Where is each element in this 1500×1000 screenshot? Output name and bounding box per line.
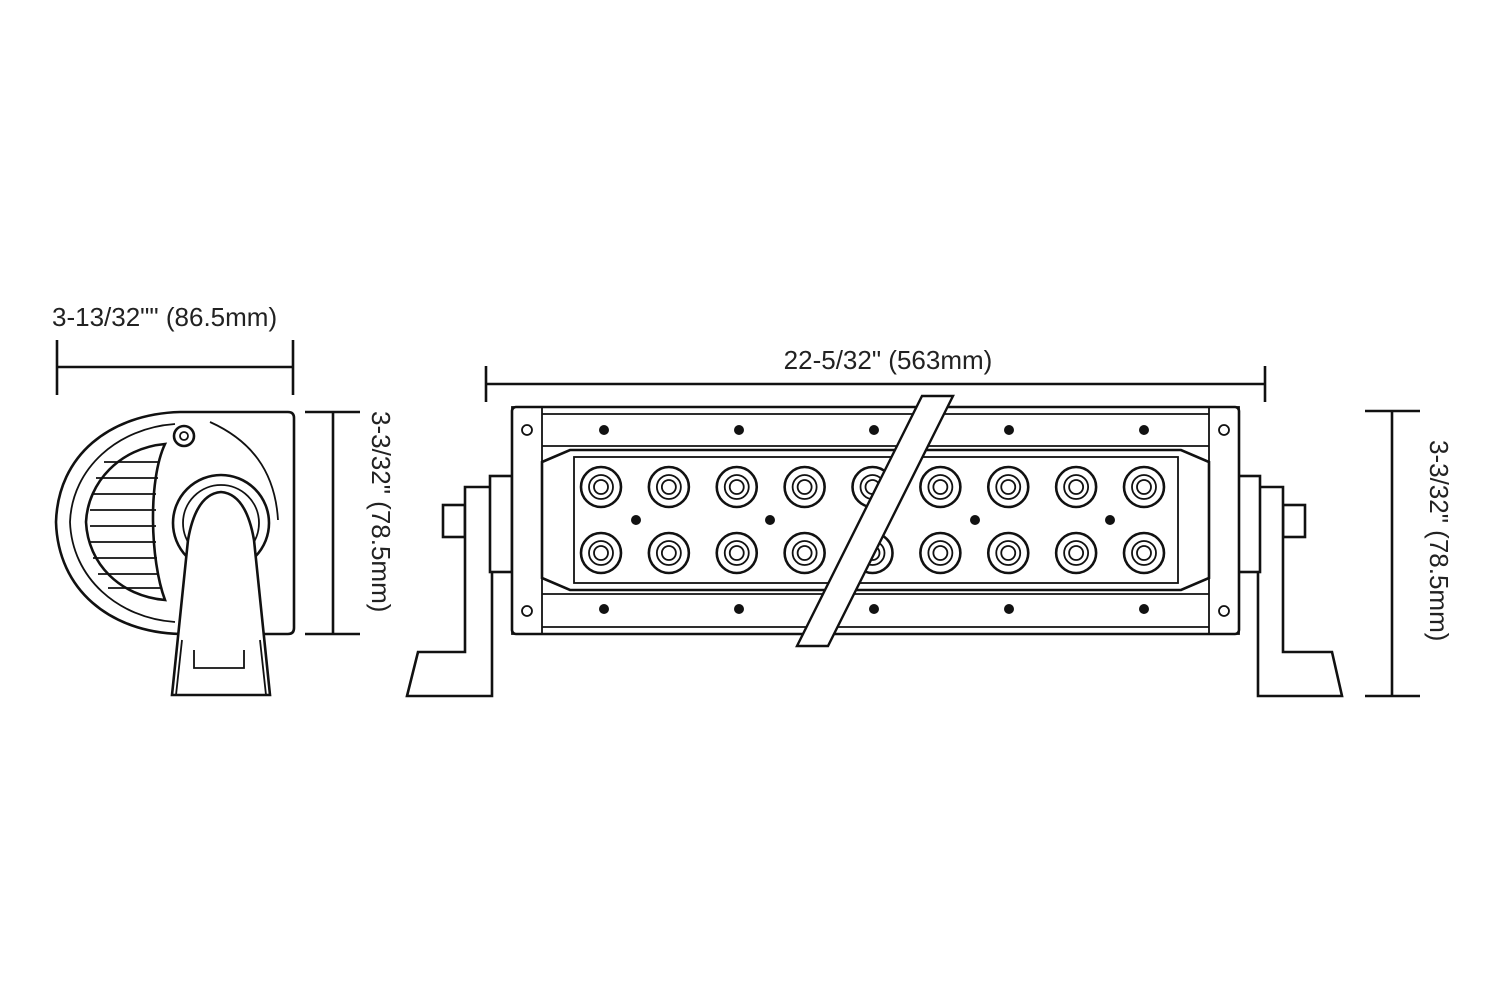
side-mount-bracket (170, 490, 272, 697)
right-mount-foot (1236, 474, 1344, 698)
side-width-label: 3-13/32"" (86.5mm) (52, 302, 277, 332)
led-1-4 (783, 465, 826, 509)
rail-screw (869, 425, 879, 435)
center-screw (970, 515, 980, 525)
center-screw (631, 515, 641, 525)
lens-window (573, 456, 1179, 584)
rail-screw (1004, 425, 1014, 435)
led-2-8 (1054, 531, 1098, 575)
led-2-7 (986, 531, 1030, 575)
top-rail (542, 413, 1209, 447)
side-top-screw (172, 424, 196, 448)
led-1-9 (1122, 465, 1166, 509)
led-1-1 (579, 465, 623, 509)
center-screws (631, 515, 1115, 525)
front-height-dimension-line (1365, 409, 1420, 698)
led-2-2 (647, 531, 691, 575)
bottom-rail (542, 593, 1209, 628)
side-heatsink-window (84, 442, 168, 602)
side-width-dimension-line (55, 340, 295, 395)
side-view: 3-13/32"" (86.5mm) (52, 302, 396, 697)
led-2-9 (1122, 531, 1166, 575)
side-bezel (69, 423, 176, 623)
center-screw (765, 515, 775, 525)
led-1-8 (1054, 465, 1098, 509)
led-1-7 (986, 465, 1030, 509)
rail-screw (734, 425, 744, 435)
rail-screw (599, 425, 609, 435)
front-height-label: 3-3/32" (78.5mm) (1424, 440, 1454, 641)
rail-screws (599, 425, 1149, 614)
center-screw (1105, 515, 1115, 525)
led-1-2 (647, 465, 691, 509)
led-2-6 (919, 531, 962, 575)
front-length-label: 22-5/32" (563mm) (784, 345, 993, 375)
rail-screw (1139, 604, 1149, 614)
led-2-1 (579, 531, 623, 575)
led-1-6 (919, 465, 962, 509)
rail-screw (1004, 604, 1014, 614)
led-1-3 (715, 465, 759, 509)
side-height-dimension-line (305, 410, 360, 636)
rail-screw (1139, 425, 1149, 435)
rail-screw (734, 604, 744, 614)
led-2-3 (715, 531, 759, 575)
front-view: 22-5/32" (563mm) (405, 345, 1454, 698)
rail-screw (599, 604, 609, 614)
heatsink-fins (90, 461, 161, 589)
rail-screw (869, 604, 879, 614)
led-2-4 (783, 531, 826, 575)
side-height-label: 3-3/32" (78.5mm) (366, 411, 396, 612)
front-length-dimension-line (484, 366, 1267, 402)
left-mount-foot (405, 474, 514, 698)
